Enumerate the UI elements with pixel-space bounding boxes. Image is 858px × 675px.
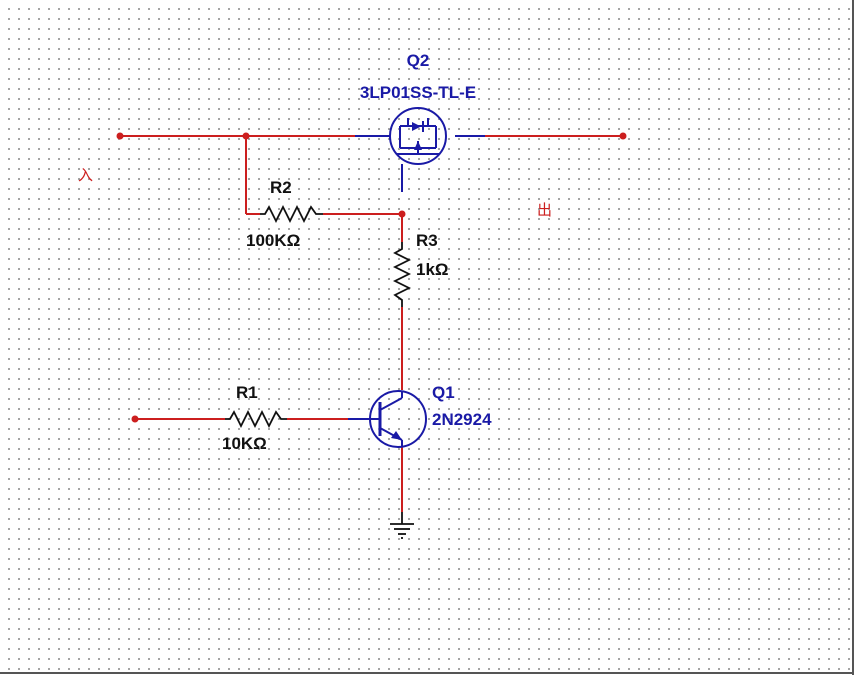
canvas-right-border xyxy=(852,0,854,675)
output-port-label: 出 xyxy=(537,201,552,219)
q1-value: 2N2924 xyxy=(432,410,492,429)
r2-value: 100KΩ xyxy=(246,231,300,250)
r1-refdes: R1 xyxy=(236,383,258,402)
q2-value: 3LP01SS-TL-E xyxy=(360,83,476,102)
ground-icon[interactable] xyxy=(390,512,414,539)
r2-resistor-icon[interactable] xyxy=(260,204,323,224)
base-input-terminal[interactable] xyxy=(131,415,139,423)
q2-p-mosfet-icon[interactable] xyxy=(355,107,485,192)
r1-resistor-icon[interactable] xyxy=(225,409,287,429)
q2-refdes: Q2 xyxy=(407,51,430,70)
output-terminal[interactable] xyxy=(619,132,627,140)
q1-npn-transistor-icon[interactable] xyxy=(348,390,427,448)
r2-refdes: R2 xyxy=(270,178,292,197)
r3-value: 1kΩ xyxy=(416,260,449,279)
labels: Q2 3LP01SS-TL-E R2 100KΩ R3 1kΩ R1 10KΩ … xyxy=(78,51,552,453)
input-port-label: 入 xyxy=(78,166,93,184)
junction-gate[interactable] xyxy=(398,210,406,218)
r3-refdes: R3 xyxy=(416,231,438,250)
nodes xyxy=(116,132,627,423)
canvas-bottom-border xyxy=(0,672,854,674)
wires xyxy=(120,135,623,512)
r3-resistor-icon[interactable] xyxy=(392,242,412,307)
junction-r2-top[interactable] xyxy=(242,132,250,140)
r1-value: 10KΩ xyxy=(222,434,267,453)
input-terminal[interactable] xyxy=(116,132,124,140)
q1-refdes: Q1 xyxy=(432,383,455,402)
